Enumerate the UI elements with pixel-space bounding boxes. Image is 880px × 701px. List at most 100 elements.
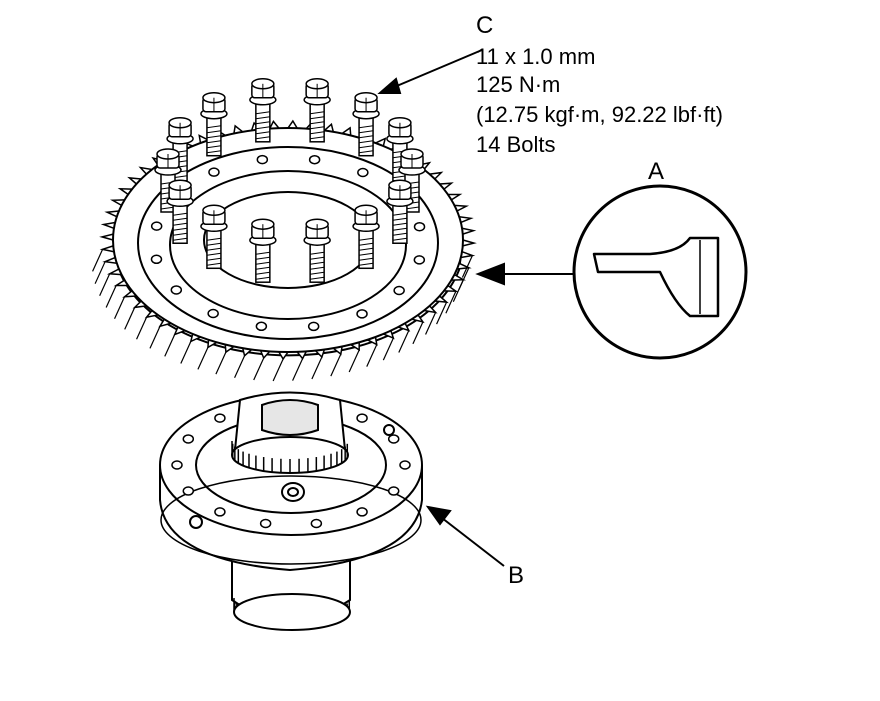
upper-bearing-teeth: [231, 441, 349, 473]
flange-hole: [399, 460, 411, 470]
flange-hole: [182, 434, 195, 444]
helical-tooth-line: [311, 356, 323, 380]
gear-face-hole: [208, 167, 220, 177]
gear-tooth: [429, 171, 444, 180]
helical-tooth-line: [366, 344, 378, 367]
flange-bolt: [386, 179, 414, 244]
ring-gear-bolts: [154, 78, 426, 283]
gear-tooth: [459, 215, 474, 224]
helical-tooth-line: [136, 317, 148, 340]
gear-tooth: [100, 221, 116, 229]
helical-tooth-line: [436, 301, 448, 325]
flange-bolt: [249, 218, 277, 283]
gear-tooth: [461, 227, 477, 235]
helical-tooth-line: [197, 347, 209, 370]
leader-lines: [377, 49, 574, 567]
callout-c-arrowhead: [377, 77, 402, 94]
flange-hole: [259, 518, 272, 529]
gear-tooth: [397, 322, 411, 332]
gear-face-hole: [357, 167, 369, 178]
carrier-bearing: [231, 391, 349, 474]
final-driven-gear: [92, 119, 477, 382]
flange-hole: [214, 413, 226, 423]
gear-face-hole: [150, 221, 163, 231]
helical-tooth-line: [149, 326, 161, 349]
helical-tooth-line: [412, 321, 424, 345]
gear-face-hole: [356, 309, 368, 319]
flange-bolt-holes: [171, 401, 411, 529]
gear-tooth: [411, 314, 425, 324]
gear-face-hole: [413, 255, 426, 265]
flange-bolt: [352, 91, 380, 157]
flange-hole: [387, 434, 400, 444]
helical-tooth-line: [99, 273, 111, 297]
flange-bolt: [200, 91, 228, 157]
flange-bolt: [249, 78, 277, 143]
gear-tooth: [138, 166, 153, 175]
gear-tooth: [383, 330, 395, 340]
gear-face-hole: [256, 154, 269, 165]
gear-tooth: [434, 295, 449, 304]
flange-bolt: [398, 148, 426, 213]
gear-tooth: [132, 300, 147, 309]
bolt-size-text: 11 x 1.0 mm: [476, 44, 596, 69]
bolt-count-text: 14 Bolts: [476, 132, 556, 157]
flange-hole: [214, 507, 226, 517]
gear-tooth: [102, 256, 117, 265]
helical-tooth-line: [292, 358, 304, 381]
gear-tooth: [462, 239, 477, 247]
helical-tooth-line: [253, 357, 265, 381]
flange-bolt: [200, 204, 228, 270]
helical-tooth-line: [180, 341, 192, 364]
flange-bolt: [303, 218, 331, 283]
gear-tooth: [278, 351, 289, 361]
bolt-torque-alt-text: (12.75 kgf·m, 92.22 lbf·ft): [476, 102, 723, 127]
flange-hole: [356, 507, 368, 517]
gear-tooth: [189, 333, 201, 343]
gear-tooth: [144, 310, 159, 319]
callout-b-label: B: [508, 562, 525, 589]
callout-c-label: C: [476, 12, 494, 39]
callout-b-arrowhead: [425, 505, 452, 526]
gear-tooth: [127, 176, 142, 185]
helical-tooth-line: [382, 337, 394, 361]
gear-tooth: [456, 262, 472, 270]
helical-tooth-line: [425, 312, 437, 335]
gear-tooth: [314, 349, 326, 359]
helical-tooth-line: [92, 249, 104, 272]
gear-tooth: [99, 245, 115, 253]
flange-bolt: [352, 204, 380, 270]
callout-a-arrowhead: [475, 262, 505, 286]
gear-tooth: [104, 210, 120, 218]
helical-tooth-line: [348, 349, 360, 373]
callout-a-label: A: [648, 158, 665, 185]
gear-face-hole: [255, 321, 268, 332]
helical-tooth-line: [330, 353, 342, 377]
helical-tooth-line: [94, 261, 106, 284]
gear-face-hole: [393, 285, 405, 296]
gear-face-hole: [207, 308, 219, 319]
gear-tooth: [99, 233, 114, 241]
gear-tooth: [269, 119, 280, 129]
helical-tooth-line: [124, 307, 136, 330]
helical-tooth-line: [215, 351, 227, 375]
flange-hole: [356, 413, 368, 423]
flange-bolt: [303, 78, 331, 143]
gear-face-hole: [307, 321, 320, 332]
helical-tooth-line: [398, 330, 410, 353]
flange-hole: [310, 518, 323, 529]
flange-hole: [182, 486, 195, 496]
detail-view-a: [572, 184, 748, 360]
gear-face-hole: [150, 254, 163, 265]
helical-tooth-line: [445, 290, 457, 314]
helical-tooth-line: [164, 334, 176, 357]
gear-face-hole: [308, 154, 321, 165]
helical-tooth-line: [452, 279, 464, 302]
flange-hole: [387, 486, 400, 496]
callout-c-leader: [391, 49, 483, 89]
callout-b-leader: [441, 517, 505, 567]
gear-face-hole: [170, 285, 183, 295]
helical-tooth-line: [272, 358, 284, 382]
